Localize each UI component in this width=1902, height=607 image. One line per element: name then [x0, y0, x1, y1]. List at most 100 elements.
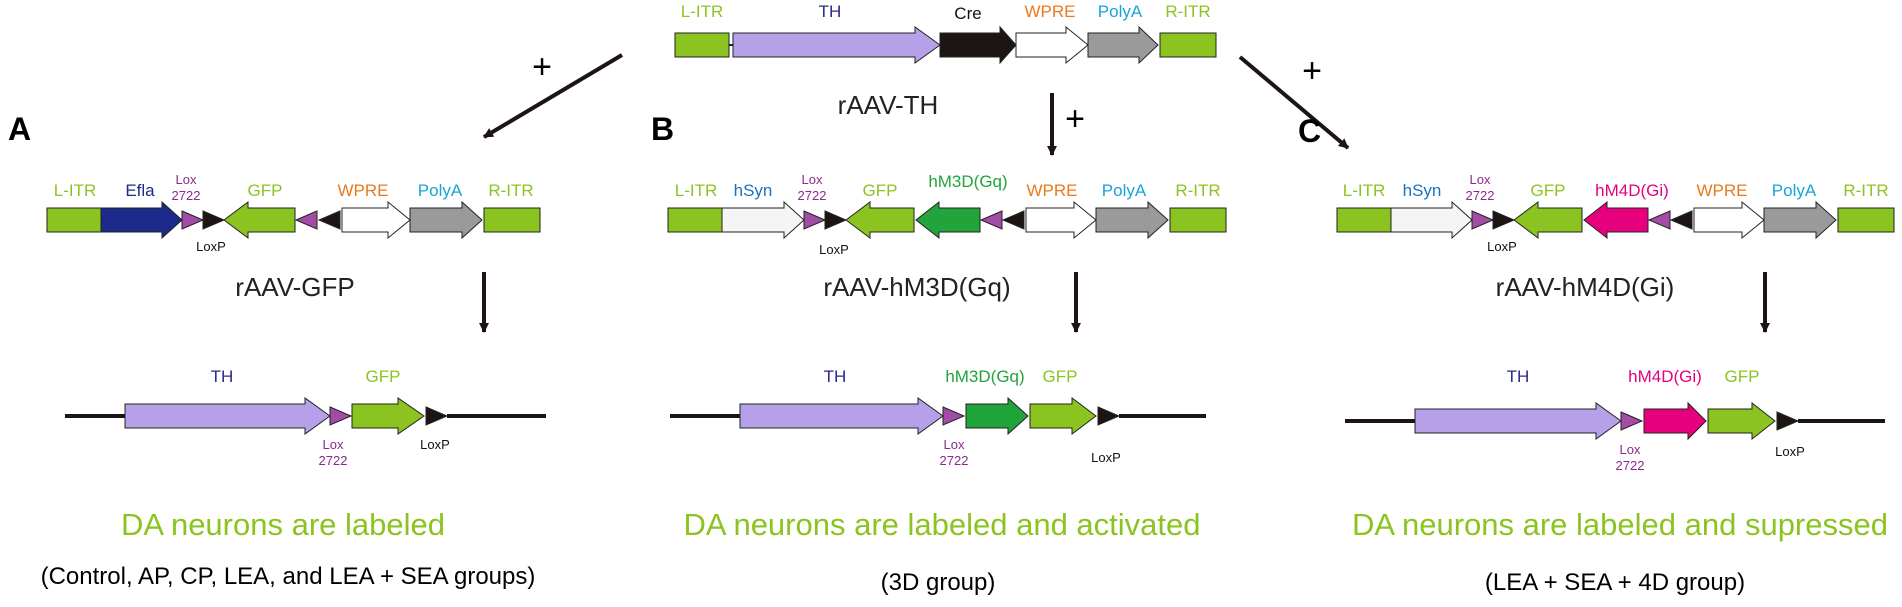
b-result-th [739, 397, 944, 435]
b-construct-name: rAAV-hM3D(Gq) [823, 272, 1010, 302]
b-polya-label: PolyA [1102, 181, 1147, 200]
c-result-gfp-label: GFP [1725, 367, 1760, 386]
top-ritr-label: R-ITR [1165, 2, 1210, 21]
plus-left: + [532, 48, 552, 86]
a-conclusion: DA neurons are labeled [121, 507, 445, 542]
panel-a-letter: A [8, 111, 31, 147]
c-result-lox-label: Lox [1620, 442, 1641, 457]
b-hm3d-arrow-rev [915, 200, 981, 240]
a-result-th [124, 397, 331, 435]
a-lox-num-label: 2722 [172, 188, 201, 203]
c-result-loxp [1776, 411, 1800, 431]
c-wpre-label: WPRE [1697, 181, 1748, 200]
b-ritr-label: R-ITR [1175, 181, 1220, 200]
c-lox2722-2 [1647, 210, 1671, 230]
c-hm4d-arrow-rev [1583, 200, 1649, 240]
panel-b: B L-ITR hSyn Lox 2722 GFP hM3D(Gq) WPRE … [651, 111, 1227, 596]
c-result-lox-num-label: 2722 [1616, 458, 1645, 473]
c-wpre-arrow [1693, 200, 1765, 240]
b-gfp-arrow-rev [845, 201, 915, 239]
b-result-lox2722 [942, 406, 966, 426]
top-litr-label: L-ITR [681, 2, 724, 21]
c-result-lox2722 [1620, 411, 1644, 431]
b-lox2722-2 [979, 210, 1003, 230]
c-hsyn-label: hSyn [1403, 181, 1442, 200]
c-litr-box [1336, 207, 1392, 233]
arrow-top-to-a [482, 53, 624, 139]
a-loxp-label: LoxP [196, 239, 226, 254]
c-loxp-2 [1669, 210, 1693, 230]
b-lox-label: Lox [802, 172, 823, 187]
c-result-gfp [1707, 401, 1776, 441]
b-lox-num-label: 2722 [798, 188, 827, 203]
panel-a: A L-ITR Efla Lox 2722 GFP WPRE PolyA R-I… [8, 111, 546, 590]
a-ritr-label: R-ITR [488, 181, 533, 200]
c-lox-num-label: 2722 [1466, 188, 1495, 203]
c-ritr-box [1837, 207, 1895, 233]
c-result-th [1414, 402, 1622, 440]
top-construct-name: rAAV-TH [838, 90, 939, 120]
a-efla-label: Efla [125, 181, 155, 200]
b-result-gfp-label: GFP [1043, 367, 1078, 386]
b-loxp-2 [1001, 210, 1025, 230]
c-polya-arrow [1763, 200, 1837, 240]
c-lox2722-1 [1471, 210, 1495, 230]
a-lox-label: Lox [176, 172, 197, 187]
b-result-th-label: TH [824, 367, 847, 386]
top-cre-label: Cre [954, 4, 981, 23]
panel-b-letter: B [651, 111, 674, 147]
a-polya-arrow [409, 200, 483, 240]
a-loxp-1 [202, 210, 226, 230]
a-efla-arrow [100, 200, 183, 240]
b-groups: (3D group) [881, 569, 996, 596]
top-wpre-arrow [1015, 25, 1089, 65]
c-polya-label: PolyA [1772, 181, 1817, 200]
b-wpre-label: WPRE [1027, 181, 1078, 200]
top-litr-box [674, 32, 730, 58]
b-conclusion: DA neurons are labeled and activated [683, 507, 1200, 542]
a-result-lox2722 [329, 406, 353, 426]
b-lox2722-1 [803, 210, 827, 230]
a-result-gfp [351, 397, 425, 435]
c-ritr-label: R-ITR [1843, 181, 1888, 200]
b-result-hm3d-label: hM3D(Gq) [945, 367, 1024, 386]
b-hsyn-arrow [721, 200, 805, 240]
b-loxp-label: LoxP [819, 242, 849, 257]
a-polya-label: PolyA [418, 181, 463, 200]
a-result-gfp-label: GFP [366, 367, 401, 386]
b-result-lox-label: Lox [944, 437, 965, 452]
c-result-th-label: TH [1507, 367, 1530, 386]
top-th-arrow [732, 26, 941, 64]
panel-c: C L-ITR hSyn Lox 2722 GFP hM4D(Gi) WPRE … [1298, 113, 1895, 596]
a-result-lox-num-label: 2722 [319, 453, 348, 468]
a-gfp-label: GFP [248, 181, 283, 200]
c-result-hm4d-label: hM4D(Gi) [1628, 367, 1702, 386]
c-hm4d-label: hM4D(Gi) [1595, 181, 1669, 200]
b-litr-label: L-ITR [675, 181, 718, 200]
a-loxp-2 [317, 210, 341, 230]
c-result-loxp-label: LoxP [1775, 444, 1805, 459]
top-construct: L-ITR TH Cre WPRE PolyA R-ITR rAAV-TH [674, 2, 1217, 120]
a-litr-label: L-ITR [54, 181, 97, 200]
plus-mid: + [1065, 100, 1085, 138]
top-wpre-label: WPRE [1025, 2, 1076, 21]
b-loxp-1 [824, 210, 848, 230]
a-groups: (Control, AP, CP, LEA, and LEA + SEA gro… [41, 563, 536, 590]
a-result-lox-label: Lox [323, 437, 344, 452]
a-result-loxp-label: LoxP [420, 437, 450, 452]
a-lox2722-2 [294, 210, 318, 230]
top-th-label: TH [819, 2, 842, 21]
b-litr-box [667, 207, 723, 233]
c-result-hm4d [1643, 401, 1707, 441]
c-lox-label: Lox [1470, 172, 1491, 187]
b-ritr-box [1169, 207, 1227, 233]
c-gfp-label: GFP [1531, 181, 1566, 200]
a-result-loxp [425, 406, 449, 426]
c-loxp-1 [1492, 210, 1516, 230]
b-gfp-label: GFP [863, 181, 898, 200]
c-litr-label: L-ITR [1343, 181, 1386, 200]
a-result-th-label: TH [211, 367, 234, 386]
b-result-gfp [1029, 397, 1097, 435]
top-ritr-box [1159, 32, 1217, 58]
